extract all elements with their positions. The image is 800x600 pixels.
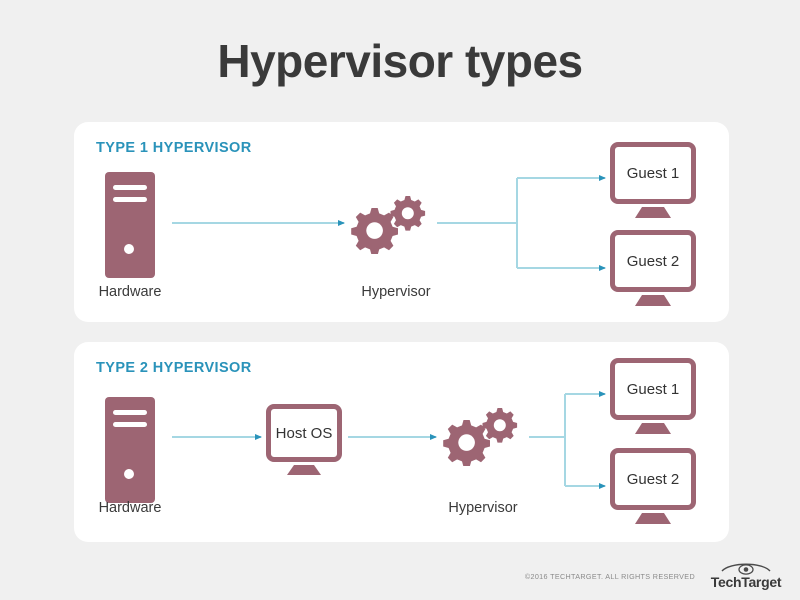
techtarget-wordmark: TechTarget: [710, 574, 782, 590]
type-1-hypervisor-label: Hypervisor: [361, 284, 431, 300]
tower-vent-slot-icon: [113, 422, 147, 427]
type-2-guest-1-label: Guest 1: [610, 358, 696, 420]
type-1-guest-2-monitor: Guest 2: [610, 230, 696, 306]
type-2-host-os-monitor: Host OS: [266, 404, 342, 475]
type-2-guest-2-monitor: Guest 2: [610, 448, 696, 524]
techtarget-logo: TechTarget: [702, 560, 790, 590]
power-button-icon: [124, 469, 134, 479]
gears-svg: [351, 196, 426, 255]
type-2-guest-2-label: Guest 2: [610, 448, 696, 510]
copyright-text: ©2016 TECHTARGET. ALL RIGHTS RESERVED: [524, 572, 695, 581]
monitor-stand-icon: [287, 465, 321, 475]
type-1-hypervisor-gears-icon: [348, 192, 434, 259]
type-1-hardware-label: Hardware: [98, 284, 162, 300]
tower-vent-slot-icon: [113, 410, 147, 415]
monitor-stand-icon: [635, 207, 671, 218]
monitor-stand-icon: [635, 513, 671, 524]
type-2-heading: TYPE 2 HYPERVISOR: [96, 360, 252, 376]
type-2-hardware-label: Hardware: [98, 500, 162, 516]
tower-vent-slot-icon: [113, 185, 147, 190]
type-2-guest-1-monitor: Guest 1: [610, 358, 696, 434]
type-1-guest-1-monitor: Guest 1: [610, 142, 696, 218]
type-2-hypervisor-label: Hypervisor: [448, 500, 518, 516]
power-button-icon: [124, 244, 134, 254]
eye-icon: [721, 563, 771, 575]
monitor-stand-icon: [635, 295, 671, 306]
type-1-guest-2-label: Guest 2: [610, 230, 696, 292]
gears-svg: [443, 408, 518, 467]
tower-body: [105, 172, 155, 278]
type-1-heading: TYPE 1 HYPERVISOR: [96, 140, 252, 156]
tower-vent-slot-icon: [113, 197, 147, 202]
type-2-host-os-label: Host OS: [266, 404, 342, 462]
monitor-stand-icon: [635, 423, 671, 434]
type-2-hardware-icon: [105, 397, 155, 503]
tower-body: [105, 397, 155, 503]
type-2-hypervisor-gears-icon: [440, 404, 526, 471]
page-title: Hypervisor types: [217, 35, 583, 87]
type-1-guest-1-label: Guest 1: [610, 142, 696, 204]
type-1-hardware-icon: [105, 172, 155, 278]
